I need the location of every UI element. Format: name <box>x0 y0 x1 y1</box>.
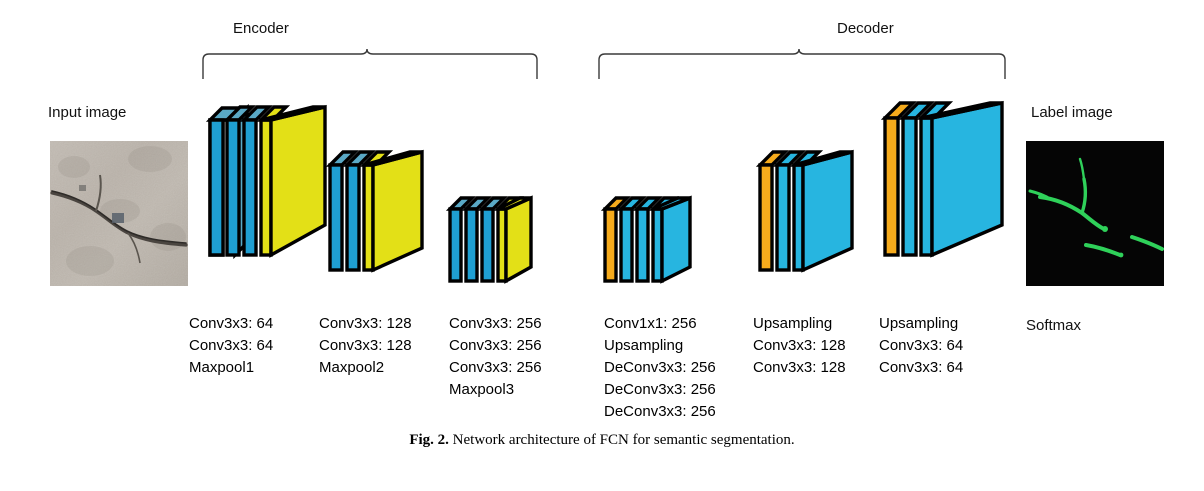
layer-line: Conv3x3: 64 <box>189 337 274 354</box>
figure-caption-number: Fig. 2. <box>409 432 449 448</box>
layer-line: Conv3x3: 128 <box>319 315 412 332</box>
encoder-block-2 <box>325 135 445 295</box>
input-image-label: Input image <box>48 104 127 121</box>
decoder-block-1 <box>600 185 720 295</box>
decoder-section-label: Decoder <box>837 20 894 37</box>
figure-caption-text: Network architecture of FCN for semantic… <box>448 432 795 448</box>
decoder-block-2-caption: Upsampling Conv3x3: 128 Conv3x3: 128 <box>753 313 846 379</box>
layer-line: Maxpool2 <box>319 359 385 376</box>
layer-line: Conv3x3: 128 <box>753 359 846 376</box>
encoder-block-1 <box>205 85 335 285</box>
layer-line: Maxpool3 <box>449 381 515 398</box>
layer-line: Upsampling <box>604 337 684 354</box>
layer-line: Conv3x3: 64 <box>879 359 964 376</box>
layer-line: Maxpool1 <box>189 359 255 376</box>
layer-line: Conv3x3: 256 <box>449 359 542 376</box>
label-image <box>1026 141 1164 286</box>
layer-line: Conv3x3: 128 <box>319 337 412 354</box>
layer-line: Conv3x3: 64 <box>879 337 964 354</box>
layer-line: Conv3x3: 128 <box>753 337 846 354</box>
layer-line: Conv3x3: 64 <box>189 315 274 332</box>
decoder-block-1-caption: Conv1x1: 256 Upsampling DeConv3x3: 256 D… <box>604 313 716 423</box>
layer-line: DeConv3x3: 256 <box>604 403 716 420</box>
encoder-section-label: Encoder <box>233 20 289 37</box>
layer-line: DeConv3x3: 256 <box>604 359 716 376</box>
input-image <box>50 141 188 286</box>
decoder-block-2 <box>755 135 875 300</box>
softmax-label: Softmax <box>1026 317 1082 334</box>
encoder-block-2-caption: Conv3x3: 128 Conv3x3: 128 Maxpool2 <box>319 313 412 379</box>
layer-line: Upsampling <box>879 315 959 332</box>
encoder-brace <box>202 48 538 79</box>
layer-line: Conv3x3: 256 <box>449 337 542 354</box>
decoder-block-3 <box>880 82 1015 287</box>
decoder-block-3-caption: Upsampling Conv3x3: 64 Conv3x3: 64 <box>879 313 963 379</box>
layer-line: Upsampling <box>753 315 833 332</box>
layer-line: Conv1x1: 256 <box>604 315 697 332</box>
encoder-block-3 <box>445 185 555 295</box>
encoder-block-1-caption: Conv3x3: 64 Conv3x3: 64 Maxpool1 <box>189 313 273 379</box>
encoder-block-3-caption: Conv3x3: 256 Conv3x3: 256 Conv3x3: 256 M… <box>449 313 542 401</box>
decoder-brace <box>598 48 1006 79</box>
figure-caption: Fig. 2. Network architecture of FCN for … <box>0 432 1204 449</box>
label-image-label: Label image <box>1031 104 1113 121</box>
layer-line: DeConv3x3: 256 <box>604 381 716 398</box>
layer-line: Conv3x3: 256 <box>449 315 542 332</box>
